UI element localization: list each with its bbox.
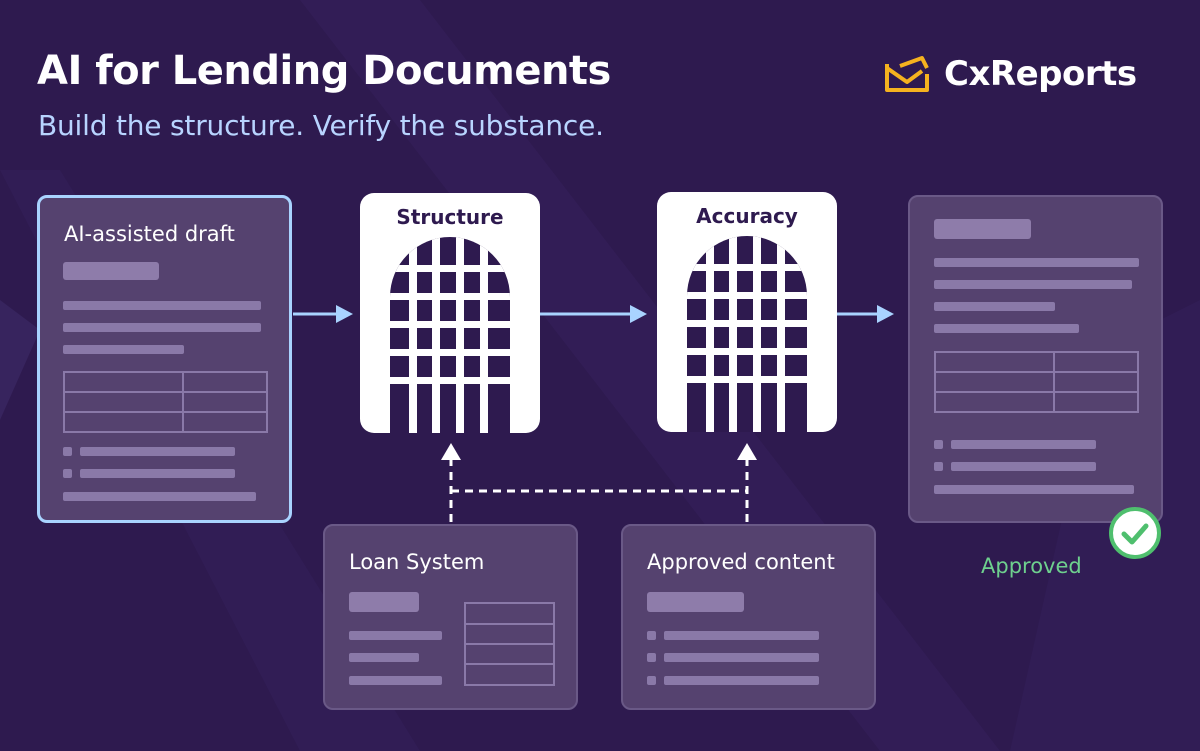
content-line-placeholder — [664, 653, 819, 662]
result-table-placeholder — [934, 351, 1139, 413]
result-bullet — [934, 440, 943, 449]
content-bullet — [647, 653, 656, 662]
approved-document-card — [908, 195, 1163, 523]
draft-card-title: AI-assisted draft — [64, 222, 235, 246]
structure-gate-label: Structure — [396, 205, 504, 229]
loan-line-placeholder — [349, 653, 419, 662]
draft-line-placeholder — [80, 469, 235, 478]
envelope-logo-icon — [885, 56, 929, 92]
draft-line-placeholder — [63, 492, 256, 501]
content-heading-placeholder — [647, 592, 744, 612]
content-line-placeholder — [664, 631, 819, 640]
draft-line-placeholder — [63, 323, 261, 332]
approved-content-card: Approved content — [621, 524, 876, 710]
check-circle-icon — [1109, 507, 1161, 559]
draft-line-placeholder — [63, 345, 184, 354]
draft-bullet — [63, 469, 72, 478]
gate-icon — [687, 236, 807, 432]
structure-gate: Structure — [360, 193, 540, 433]
dashed-feedback-lines — [441, 443, 757, 522]
result-line-placeholder — [934, 280, 1132, 289]
page-subtitle: Build the structure. Verify the substanc… — [38, 109, 604, 142]
draft-table-placeholder — [63, 371, 268, 433]
result-line-placeholder — [934, 485, 1134, 494]
draft-document-card: AI-assisted draft — [37, 195, 292, 523]
result-line-placeholder — [934, 324, 1079, 333]
result-bullet — [934, 462, 943, 471]
result-line-placeholder — [951, 440, 1096, 449]
arrow-draft-to-structure — [293, 305, 353, 323]
result-line-placeholder — [951, 462, 1096, 471]
content-bullet — [647, 676, 656, 685]
arrow-structure-to-accuracy — [540, 305, 647, 323]
loan-heading-placeholder — [349, 592, 419, 612]
page-title: AI for Lending Documents — [37, 48, 611, 94]
draft-bullet — [63, 447, 72, 456]
brand-name: CxReports — [944, 54, 1137, 94]
content-line-placeholder — [664, 676, 819, 685]
result-heading-placeholder — [934, 219, 1031, 239]
approved-status-label: Approved — [981, 554, 1082, 578]
content-bullet — [647, 631, 656, 640]
draft-line-placeholder — [80, 447, 235, 456]
loan-line-placeholder — [349, 631, 442, 640]
loan-system-title: Loan System — [349, 550, 485, 574]
loan-line-placeholder — [349, 676, 442, 685]
accuracy-gate: Accuracy — [657, 192, 837, 432]
result-line-placeholder — [934, 302, 1055, 311]
arrow-accuracy-to-result — [837, 305, 894, 323]
gate-icon — [390, 237, 510, 433]
brand-logo: CxReports — [884, 52, 1137, 96]
approved-content-title: Approved content — [647, 550, 835, 574]
loan-system-card: Loan System — [323, 524, 578, 710]
draft-line-placeholder — [63, 301, 261, 310]
loan-table-placeholder — [464, 602, 555, 686]
accuracy-gate-label: Accuracy — [696, 204, 798, 228]
result-line-placeholder — [934, 258, 1139, 267]
draft-heading-placeholder — [63, 262, 159, 280]
